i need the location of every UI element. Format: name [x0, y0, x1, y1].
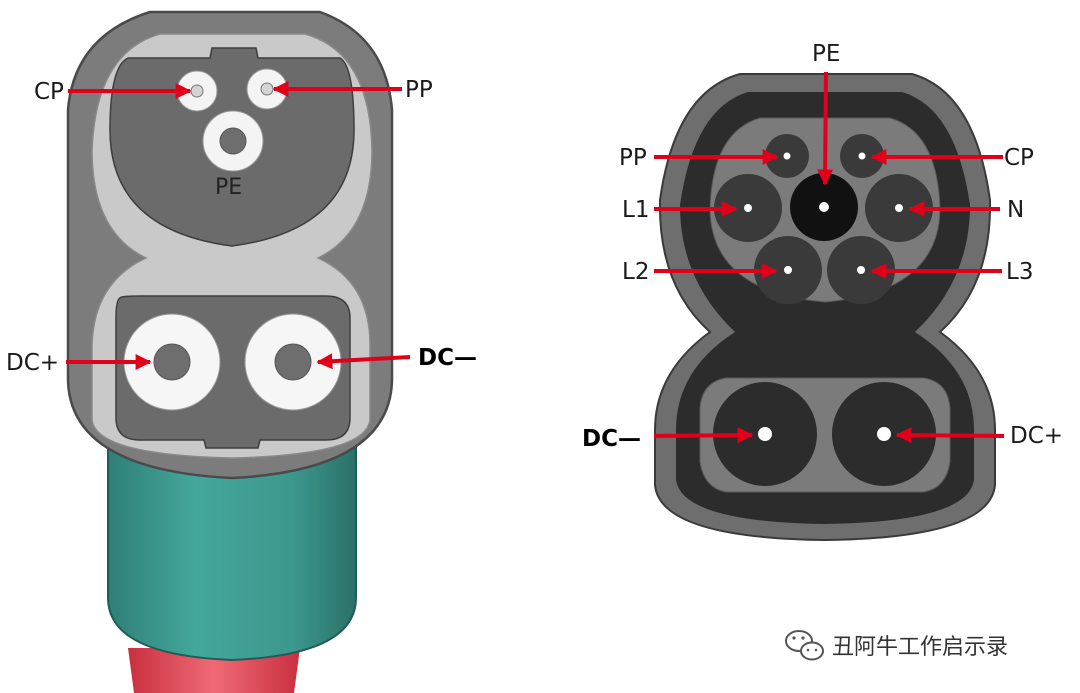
- right-pp-label: PP: [619, 145, 647, 171]
- right-cp-label: CP: [1004, 145, 1034, 171]
- left-dcminus-arrow: [316, 353, 411, 370]
- right-dcminus-arrow: [653, 427, 754, 444]
- right-n-label: N: [1007, 197, 1024, 223]
- left-dcminus-label: DC—: [418, 345, 477, 371]
- right-dcminus-label: DC—: [582, 426, 641, 452]
- left-pe-label: PE: [215, 175, 242, 200]
- right-connector: PE PP CP L1 N L2 L3 DC— DC+: [582, 41, 1063, 542]
- watermark: 丑阿牛工作启示录: [785, 630, 1008, 661]
- wechat-icon: [785, 630, 824, 661]
- watermark-text: 丑阿牛工作启示录: [832, 635, 1008, 660]
- right-l3-label: L3: [1006, 259, 1033, 285]
- left-pp-label: PP: [405, 77, 433, 103]
- left-dcplus-label: DC+: [6, 350, 59, 376]
- right-dcplus-label: DC+: [1010, 423, 1063, 449]
- right-pe-arrow: [817, 71, 834, 186]
- left-connector: CP PP PE DC+ DC—: [6, 10, 477, 693]
- left-cable-body: [107, 447, 357, 662]
- right-dcplus-arrow: [895, 427, 1005, 444]
- right-l2-label: L2: [622, 259, 649, 285]
- left-cp-label: CP: [34, 79, 64, 105]
- right-l1-label: L1: [622, 197, 649, 223]
- right-pe-label: PE: [812, 41, 840, 67]
